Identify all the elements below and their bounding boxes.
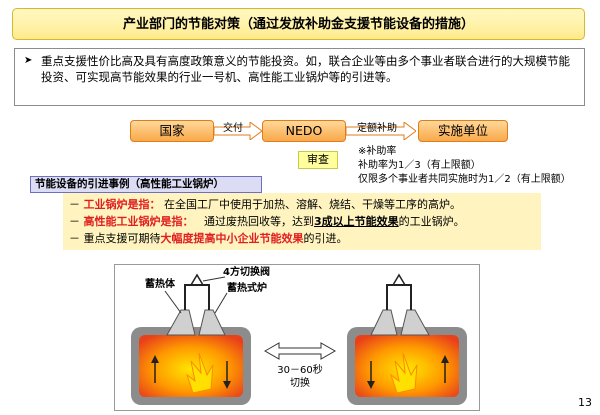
grant-label: 交付 bbox=[223, 123, 243, 134]
switch-time-label: 30－60秒 bbox=[277, 363, 322, 376]
regenerator-label: 蓄热体 bbox=[145, 277, 176, 290]
bullet-arrow-icon: ➤ bbox=[24, 55, 33, 66]
page-number: 13 bbox=[578, 396, 592, 409]
regenerative-furnace-illustration: 蓄热体 4方切换阀 蓄热式炉 30－60秒 切换 bbox=[131, 265, 467, 405]
grant-arrow-icon bbox=[214, 122, 262, 140]
detail-item-2: － 高性能工业锅炉是指： 通过废热回收等，达到3成以上节能效果的工业锅炉。 bbox=[69, 215, 465, 228]
detail-post-2: 的工业锅炉。 bbox=[398, 215, 465, 228]
implementer-box: 实施单位 bbox=[418, 120, 508, 142]
detail-pre-2: 通过废热回收等，达到 bbox=[204, 215, 314, 228]
page-title: 产业部门的节能对策（通过发放补助金支援节能设备的措施） bbox=[12, 8, 585, 40]
switch-label: 切换 bbox=[290, 376, 310, 389]
subsidy-notes-line1: 补助率为1／3（有上限额） bbox=[358, 160, 481, 171]
furnace-diagram: 蓄热体 4方切换阀 蓄热式炉 30－60秒 切换 bbox=[114, 264, 480, 411]
subsidy-notes: ※补助率 补助率为1／3（有上限额） 仅限多个事业者共同实施时为1／2（有上限额… bbox=[358, 145, 571, 187]
switch-double-arrow-icon bbox=[263, 342, 337, 360]
detail-pre-3: 重点支援可期待 bbox=[83, 232, 161, 245]
burner-label: 蓄热式炉 bbox=[227, 281, 267, 294]
detail-text-1: 在全国工厂中使用于加热、溶解、烧结、干燥等工序的高炉。 bbox=[164, 198, 461, 211]
summary-text: 重点支援性价比高及具有高度政策意义的节能投资。如，联合企业等由多个事业者联合进行… bbox=[41, 54, 570, 84]
nedo-box: NEDO bbox=[262, 120, 346, 142]
subsidy-arrow-icon bbox=[346, 122, 416, 140]
detail-term-1: 工业锅炉是指： bbox=[83, 198, 161, 211]
detail-emph-2: 3成以上节能效果 bbox=[314, 215, 399, 228]
detail-item-3: － 重点支援可期待大幅度提高中小企业节能效果的引进。 bbox=[69, 232, 348, 245]
country-box: 国家 bbox=[130, 120, 214, 142]
subsidy-notes-heading: ※补助率 bbox=[358, 146, 397, 157]
section-label: 节能设备的引进事例（高性能工业锅炉） bbox=[30, 176, 262, 193]
summary-box: ➤ 重点支援性价比高及具有高度政策意义的节能投资。如，联合企业等由多个事业者联合… bbox=[14, 48, 585, 106]
subsidy-notes-line2: 仅限多个事业者共同实施时为1／2（有上限额） bbox=[358, 174, 571, 185]
detail-post-3: 的引进。 bbox=[303, 232, 348, 245]
detail-term-2: 高性能工业锅炉是指： bbox=[83, 215, 194, 228]
review-tag: 审查 bbox=[298, 151, 338, 169]
detail-emph-3: 大幅度提高中小企业节能效果 bbox=[160, 232, 304, 245]
details-box: － 工业锅炉是指： 在全国工厂中使用于加热、溶解、烧结、干燥等工序的高炉。 － … bbox=[63, 193, 541, 250]
detail-item-1: － 工业锅炉是指： 在全国工厂中使用于加热、溶解、烧结、干燥等工序的高炉。 bbox=[69, 198, 461, 211]
right-furnace bbox=[347, 273, 467, 405]
valve-label: 4方切换阀 bbox=[223, 265, 270, 278]
subsidy-label: 定额补助 bbox=[357, 123, 397, 134]
left-furnace bbox=[131, 273, 251, 405]
